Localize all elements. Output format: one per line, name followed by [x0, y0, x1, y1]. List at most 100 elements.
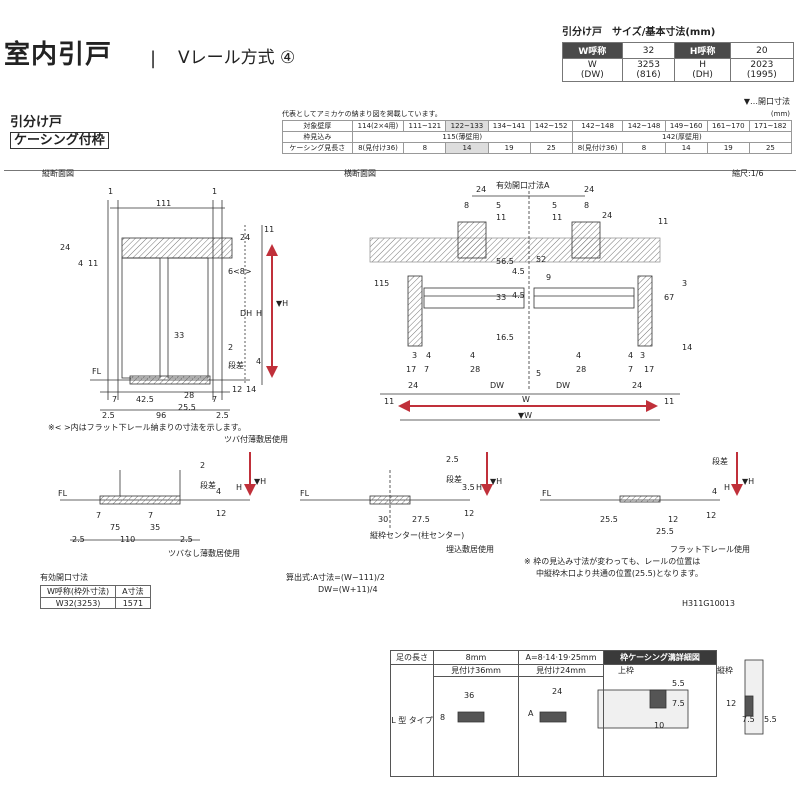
- dim-14b: 14: [682, 343, 693, 352]
- note2b: 中縦枠木口より共通の位置(25.5)となります。: [536, 569, 703, 578]
- dim-8: 8: [464, 201, 470, 210]
- dim-67: 67: [664, 293, 675, 302]
- dim-33b: 33: [496, 293, 507, 302]
- dim-17: 17: [406, 365, 417, 374]
- horiz-section-label: 横断面図: [344, 169, 376, 178]
- fl-label-b: FL: [58, 489, 68, 498]
- dim-12b: 12: [216, 509, 227, 518]
- drawing-code: H311G10013: [682, 599, 735, 608]
- note2a: ※ 枠の見込み寸法が変わっても、レールの位置は: [524, 557, 701, 566]
- dim-4f: 4: [628, 351, 634, 360]
- vertical-section: [90, 200, 263, 411]
- page-subtitle: Vレール方式 ④: [178, 50, 295, 67]
- door-leaf-right: [533, 287, 635, 309]
- dim-7: 7: [112, 395, 118, 404]
- fl-label-d: FL: [542, 489, 552, 498]
- dim-9: 9: [546, 273, 552, 282]
- foot-blank: [717, 651, 798, 665]
- wt-row3-cell: 19: [706, 142, 750, 154]
- jamb-right: [571, 221, 601, 259]
- foot-55: 5.5: [672, 679, 685, 688]
- dim-11c: 11: [496, 213, 507, 222]
- wall-note: 代表としてアミカケの納まり図を掲載しています。: [282, 110, 442, 118]
- spec-w-num: 3253(816): [621, 58, 676, 82]
- effective-label: 有効開口寸法A: [496, 181, 550, 190]
- step-label-c: 段差: [446, 475, 462, 484]
- dim-17b: 17: [644, 365, 655, 374]
- flat-rail-label: フラット下レール使用: [670, 545, 750, 554]
- threshold-detail: [99, 495, 181, 505]
- dh-label: DH: [240, 309, 253, 318]
- dim-110: 110: [120, 535, 136, 544]
- wt-row3-label: ケーシング見長さ: [282, 142, 353, 154]
- dim-28c: 28: [576, 365, 587, 374]
- dim-7d: 7: [628, 365, 634, 374]
- dim-24b: 24: [240, 233, 251, 242]
- dim-11e: 11: [658, 217, 669, 226]
- fl-label-c: FL: [300, 489, 310, 498]
- spec-caption: 引分け戸 サイズ/基本寸法(mm): [562, 27, 716, 38]
- foot-type: L 型 タイプ: [390, 664, 434, 777]
- h-arrow-d: ▼H: [742, 477, 755, 486]
- dim-28: 28: [184, 391, 195, 400]
- dim-11d: 11: [552, 213, 563, 222]
- eff-v1: W32(3253): [39, 597, 117, 609]
- door-panel: [121, 257, 161, 379]
- tsuba-off-label: ツバなし薄敷居使用: [168, 549, 240, 558]
- foot-draw1: [433, 676, 519, 777]
- spec-h-sym: H(DH): [674, 58, 731, 82]
- h-sym2: (DH): [692, 70, 713, 80]
- foot-75: 7.5: [672, 699, 685, 708]
- dim-111: 111: [156, 199, 172, 208]
- dim-11: 11: [88, 259, 99, 268]
- foot-upper: 上枠: [603, 664, 717, 777]
- dim-12: 12: [232, 385, 243, 394]
- dim-7b: 7: [212, 395, 218, 404]
- dim-25-5b: 25.5: [600, 515, 618, 524]
- dim-4e: 4: [576, 351, 582, 360]
- dim-3c: 3: [640, 351, 646, 360]
- center-label: 縦枠センター(柱センター): [370, 531, 465, 540]
- foot-10: 10: [654, 721, 665, 730]
- formula2: DW=(W+11)/4: [318, 585, 378, 594]
- detail-row: [60, 470, 720, 541]
- foot-A: A: [528, 709, 534, 718]
- dim-56-5: 56.5: [496, 257, 514, 266]
- step-label: 段差: [228, 361, 244, 370]
- h-label-d: H: [724, 483, 731, 492]
- page-title: 室内引戸: [4, 40, 113, 70]
- foot-c3: A=8·14·19·25mm: [518, 650, 604, 665]
- dim-2b: 2: [200, 461, 206, 470]
- dim-2-5e: 2.5: [446, 455, 459, 464]
- dim-24d: 24: [584, 185, 595, 194]
- dim-4-5b: 4.5: [512, 291, 525, 300]
- dim-52: 52: [536, 255, 547, 264]
- subtitle-text: Vレール方式: [178, 48, 275, 68]
- dim-24: 24: [60, 243, 71, 252]
- dim-3-5: 3.5: [462, 483, 475, 492]
- badge-top: 引分け戸: [10, 115, 63, 130]
- dim-4d: 4: [470, 351, 476, 360]
- foot-draw2: [518, 676, 604, 777]
- title-separator: |: [150, 48, 157, 69]
- h-label-c: H: [476, 483, 483, 492]
- foot-m2: 見付け24mm: [518, 664, 604, 677]
- dim-24e: 24: [602, 211, 613, 220]
- spec-table: W呼称 32 H呼称 20 W(DW) 3253(816) H(DH) 2023…: [562, 42, 795, 82]
- w-arrow-label: ▼W: [518, 411, 533, 420]
- dim-12e: 12: [668, 515, 679, 524]
- dim-4b: 4: [256, 357, 262, 366]
- dim-12d: 12: [706, 511, 717, 520]
- h-label: H: [256, 309, 263, 318]
- section-divider: [4, 170, 796, 171]
- fl-label: FL: [92, 367, 102, 376]
- dim-24g: 24: [632, 381, 643, 390]
- dim-2-5c: 2.5: [72, 535, 85, 544]
- step-label-b: 段差: [200, 481, 216, 490]
- h-arrow-label: ▼H: [276, 299, 289, 308]
- eff-h1: W呼称(枠外寸法): [39, 585, 117, 598]
- door-panel: [167, 257, 209, 379]
- dim-5: 5: [496, 201, 502, 210]
- dim-6-8: 6<8>: [228, 267, 252, 276]
